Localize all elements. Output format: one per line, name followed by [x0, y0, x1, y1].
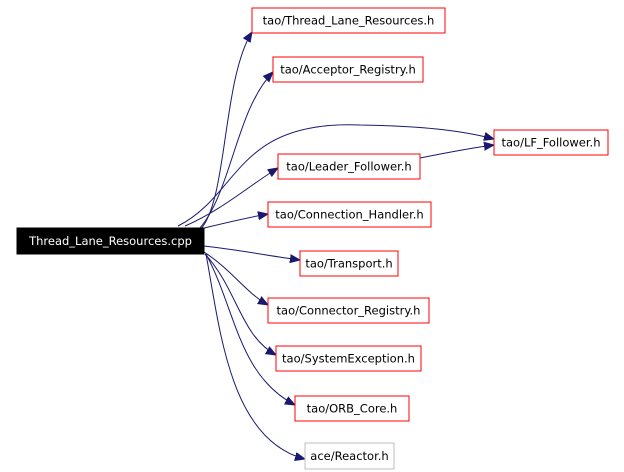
edge-to-lf-follower-h	[177, 124, 494, 227]
edge-to-orb-core-h	[205, 253, 295, 405]
node-orb-core-h[interactable]: tao/ORB_Core.h	[294, 395, 410, 422]
node-thread-lane-resources-h[interactable]: tao/Thread_Lane_Resources.h	[251, 7, 446, 34]
node-label: tao/ORB_Core.h	[307, 402, 398, 416]
edge-leader-follower-to-lf-follower	[419, 145, 494, 159]
node-connection-handler-h[interactable]: tao/Connection_Handler.h	[267, 201, 432, 228]
edge-to-thread-lane-resources-h	[199, 32, 252, 231]
node-reactor-h[interactable]: ace/Reactor.h	[304, 442, 395, 470]
edge-to-acceptor-registry-h	[199, 72, 273, 229]
node-label: ace/Reactor.h	[310, 449, 388, 463]
edge-to-connection-handler-h	[199, 214, 268, 230]
edge-to-transport-h	[203, 245, 300, 260]
node-connector-registry-h[interactable]: tao/Connector_Registry.h	[267, 297, 430, 324]
node-label: tao/Acceptor_Registry.h	[280, 63, 416, 77]
node-leader-follower-h[interactable]: tao/Leader_Follower.h	[277, 153, 421, 180]
node-system-exception-h[interactable]: tao/SystemException.h	[275, 345, 422, 372]
node-thread-lane-resources-cpp[interactable]: Thread_Lane_Resources.cpp	[16, 227, 205, 255]
node-label: Thread_Lane_Resources.cpp	[28, 234, 192, 248]
node-label: tao/Thread_Lane_Resources.h	[263, 14, 435, 28]
node-label: tao/Connection_Handler.h	[275, 208, 423, 222]
node-label: tao/SystemException.h	[282, 352, 415, 366]
node-lf-follower-h[interactable]: tao/LF_Follower.h	[493, 129, 609, 156]
edge-to-system-exception-h	[204, 253, 276, 355]
node-acceptor-registry-h[interactable]: tao/Acceptor_Registry.h	[272, 56, 424, 83]
node-transport-h[interactable]: tao/Transport.h	[299, 250, 399, 277]
node-label: tao/LF_Follower.h	[501, 136, 600, 150]
edges	[177, 32, 494, 459]
edge-to-leader-follower-h	[184, 168, 278, 227]
node-label: tao/Leader_Follower.h	[286, 160, 411, 174]
edge-to-connector-registry-h	[203, 251, 268, 305]
node-label: tao/Transport.h	[305, 257, 392, 271]
node-label: tao/Connector_Registry.h	[277, 304, 421, 318]
edge-to-reactor-h	[205, 253, 305, 459]
